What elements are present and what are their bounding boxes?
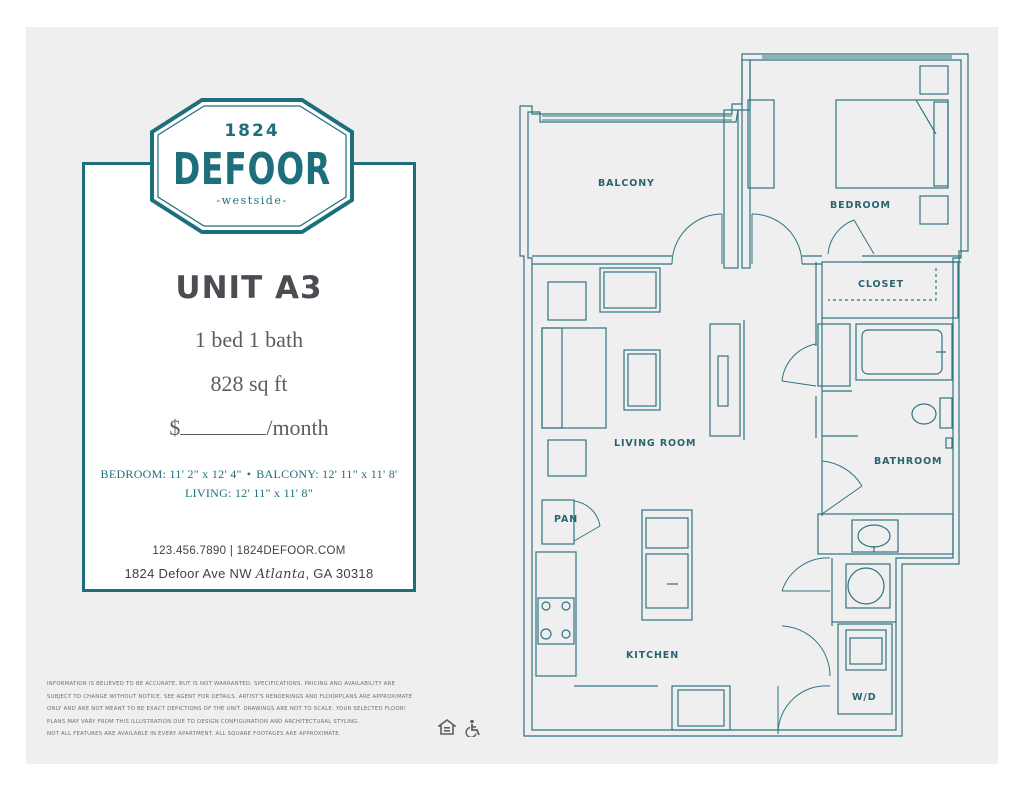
address-street: 1824 Defoor Ave NW [124, 566, 252, 581]
address-state-zip: , GA 30318 [305, 566, 374, 581]
living-furniture [541, 267, 745, 477]
price-blank [180, 415, 267, 435]
square-footage: 828 sq ft [210, 371, 288, 396]
logo-tagline: -westside- [216, 194, 287, 207]
living-dimensions: LIVING: 12' 11" x 11' 8" [184, 486, 314, 500]
room-label-kitchen: KITCHEN [626, 650, 679, 661]
room-label-bedroom: BEDROOM [830, 200, 891, 211]
phone-website: 123.456.7890 | 1824DEFOOR.COM [152, 545, 346, 557]
price-line: $ /month [85, 415, 413, 441]
door-swings [573, 213, 875, 735]
room-label-closet: CLOSET [858, 279, 904, 290]
price-suffix: /month [266, 415, 329, 440]
windows [542, 55, 952, 121]
disclaimer-line: only and are not meant to be exact depic… [47, 706, 407, 713]
kitchen-fixtures [535, 499, 731, 731]
dimension-separator: • [246, 467, 252, 481]
exterior-walls [519, 53, 969, 737]
interior-walls [532, 59, 961, 715]
equal-housing-icon [436, 719, 458, 740]
beds-baths: 1 bed 1 bath [194, 327, 304, 352]
bedroom-dimensions: BEDROOM: 11' 2" x 12' 4" [100, 467, 242, 481]
address: 1824 Defoor Ave NW Atlanta, GA 30318 [85, 566, 413, 582]
brand-logo: 1824 DEFOOR -westside- [150, 98, 354, 234]
room-dimensions-line-1: BEDROOM: 11' 2" x 12' 4" • BALCONY: 12' 11… [85, 467, 413, 482]
bathroom-fixtures [845, 323, 953, 671]
room-label-balcony: BALCONY [598, 178, 655, 189]
disclaimer-text: Information is believed to be accurate, … [47, 678, 497, 741]
disclaimer-line: Information is believed to be accurate, … [47, 681, 396, 687]
wheelchair-icon [465, 719, 483, 742]
disclaimer-line: Not all features are available in every … [47, 731, 341, 738]
bedroom-furniture [747, 65, 949, 225]
address-city: Atlanta [255, 567, 306, 582]
floor-plan: BALCONY BEDROOM CLOSET LIVING ROOM BATHR… [512, 46, 976, 746]
room-label-living-room: LIVING ROOM [614, 438, 696, 449]
room-label-pantry: PAN [554, 514, 578, 525]
balcony-dimensions: BALCONY: 12' 11" x 11' 8' [256, 467, 398, 481]
logo-name: DEFOOR [173, 144, 331, 195]
price-prefix: $ [169, 415, 181, 440]
unit-title: UNIT A3 [175, 270, 323, 306]
disclaimer-line: plans may vary from this illustration du… [47, 718, 360, 725]
room-label-washer-dryer: W/D [852, 692, 877, 703]
room-label-bathroom: BATHROOM [874, 456, 942, 467]
disclaimer-line: subject to change without notice. See ag… [47, 693, 413, 700]
logo-year: 1824 [224, 121, 279, 141]
